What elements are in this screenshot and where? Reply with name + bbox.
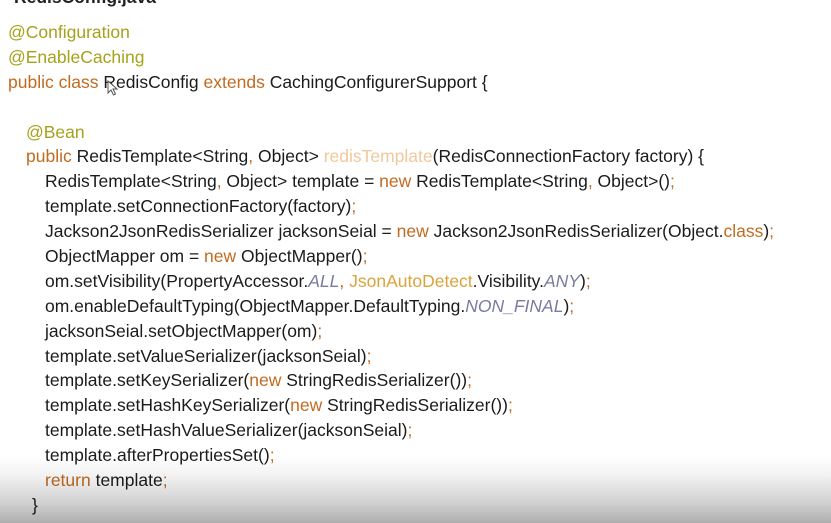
code-token: ; (467, 370, 472, 391)
code-token: ; (769, 221, 775, 242)
code-token: ; (585, 270, 591, 291)
code-token: } (32, 494, 38, 515)
code-token: ; (407, 420, 413, 441)
code-token: ANY (544, 270, 580, 291)
code-token: StringRedisSerializer()) (286, 370, 468, 391)
code-token: CachingConfigurerSupport { (269, 71, 488, 92)
code-token: new (379, 171, 417, 192)
code-token: Object> (258, 146, 324, 167)
code-token: @Configuration (8, 22, 130, 42)
code-token: Object> template = (226, 171, 380, 192)
mouse-pointer-icon (107, 80, 119, 96)
code-token: return (45, 470, 96, 491)
code-token: @EnableCaching (8, 46, 145, 67)
code-token: RedisTemplate<String (45, 171, 217, 192)
code-token: template.setConnectionFactory(factory) (45, 196, 352, 217)
code-token: template.afterPropertiesSet() (45, 445, 270, 466)
code-token: new (204, 246, 241, 267)
code-token: , (339, 270, 350, 291)
code-token: om.setVisibility(PropertyAccessor. (45, 270, 309, 291)
code-token: ALL (308, 270, 340, 291)
code-line: template.setKeySerializer(new StringRedi… (0, 368, 831, 393)
code-token: public class (8, 71, 104, 92)
code-line: om.setVisibility(PropertyAccessor.ALL, J… (0, 269, 831, 294)
code-token: , (587, 171, 598, 192)
code-line: template.setConnectionFactory(factory); (0, 194, 831, 219)
code-line: @Configuration (0, 20, 831, 45)
code-token: ) (563, 295, 570, 316)
code-token: jacksonSeial.setObjectMapper(om) (45, 320, 318, 341)
code-token: StringRedisSerializer()) (327, 395, 508, 416)
code-token: ObjectMapper om = (45, 246, 205, 267)
code-line: ObjectMapper om = new ObjectMapper(); (0, 244, 831, 269)
code-line: public class RedisConfig extends Caching… (0, 70, 831, 95)
code-token: Object>() (597, 171, 670, 192)
code-token: , (216, 171, 227, 192)
code-line: template.afterPropertiesSet(); (0, 443, 831, 468)
code-token: template.setHashKeySerializer( (45, 395, 291, 416)
code-token: ; (317, 320, 323, 341)
code-token: RedisConfig (103, 71, 204, 92)
code-line: RedisTemplate<String, Object> template =… (0, 169, 831, 194)
code-token: extends (203, 71, 270, 92)
code-token: Jackson2JsonRedisSerializer jacksonSeial… (45, 221, 397, 242)
code-line: jacksonSeial.setObjectMapper(om); (0, 319, 831, 344)
code-token: ; (162, 470, 168, 491)
code-token: template.setValueSerializer(jacksonSeial… (45, 345, 367, 366)
code-token: JsonAutoDetect (349, 270, 473, 291)
code-line: template.setHashKeySerializer(new String… (0, 393, 831, 418)
code-token: NON_FINAL (465, 295, 564, 316)
code-line: @Bean (0, 120, 831, 145)
slide-title: RedisConfig.java (14, 0, 156, 8)
code-token: Jackson2JsonRedisSerializer(Object. (433, 221, 724, 242)
code-line: public RedisTemplate<String, Object> red… (0, 144, 831, 169)
code-line: } (0, 493, 831, 518)
code-token: new (249, 370, 287, 391)
code-token: ) (579, 270, 586, 291)
code-token: template (95, 470, 163, 491)
code-token: new (290, 395, 328, 416)
code-token: ObjectMapper() (241, 246, 363, 267)
code-line: template.setHashValueSerializer(jacksonS… (0, 418, 831, 443)
code-token: redisTemplate (323, 146, 433, 167)
code-line: template.setValueSerializer(jacksonSeial… (0, 344, 831, 369)
code-line (0, 95, 831, 120)
code-token: RedisTemplate<String (76, 146, 249, 167)
code-line: @EnableCaching (0, 45, 831, 70)
code-line: om.enableDefaultTyping(ObjectMapper.Defa… (0, 294, 831, 319)
code-token: ; (362, 246, 368, 267)
code-block: @Configuration @EnableCaching public class… (0, 20, 831, 518)
code-token: ; (507, 395, 513, 416)
code-token: template.setHashValueSerializer(jacksonS… (45, 420, 408, 441)
code-token: ; (569, 295, 575, 316)
code-token: .Visibility. (472, 270, 544, 291)
code-line: Jackson2JsonRedisSerializer jacksonSeial… (0, 219, 831, 244)
code-token: (RedisConnectionFactory factory) { (432, 146, 705, 167)
code-token: , (248, 146, 259, 167)
code-token: template.setKeySerializer( (45, 370, 250, 391)
code-token: ) (763, 221, 770, 242)
code-line: return template; (0, 468, 831, 493)
code-token: om.enableDefaultTyping(ObjectMapper.Defa… (45, 295, 466, 316)
code-token: class (723, 221, 764, 242)
code-token: @Bean (26, 121, 85, 142)
code-token: ; (269, 445, 275, 466)
code-token: public (26, 146, 77, 167)
code-token: ; (366, 345, 372, 366)
code-token: ; (351, 196, 357, 217)
code-token: ; (670, 171, 675, 192)
code-token: RedisTemplate<String (416, 171, 588, 192)
code-token: new (396, 221, 434, 242)
